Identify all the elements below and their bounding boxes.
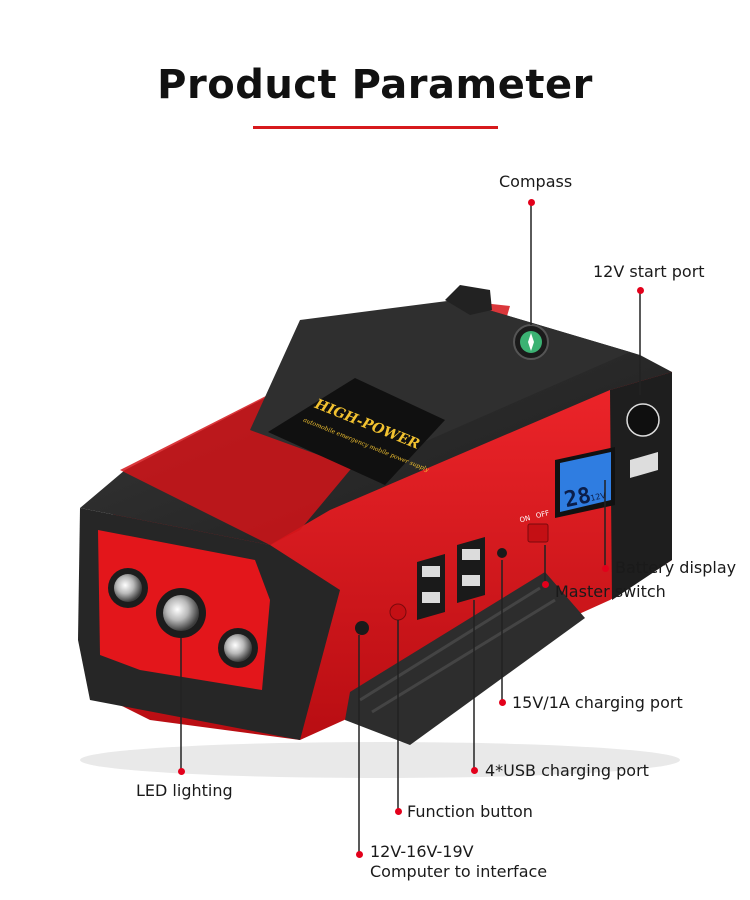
master-switch-label: Master switch [555, 582, 666, 601]
compass-label: Compass [499, 172, 573, 191]
computer-interface-label-line1: 12V-16V-19V [370, 842, 474, 861]
function-button [389, 603, 407, 621]
usb-port-label: 4*USB charging port [485, 761, 649, 780]
jumper-clamp-icon [626, 403, 660, 478]
handle [445, 285, 492, 315]
battery-display-label: Battery display [615, 558, 737, 577]
lcd-unit: 12V [590, 491, 608, 503]
compass-needle [528, 333, 534, 351]
function-button-label: Function button [407, 802, 533, 821]
page-title: Product Parameter [157, 62, 593, 108]
title-underline [253, 126, 498, 129]
led-lamp-icon [108, 568, 258, 668]
charging-port-label: 15V/1A charging port [512, 693, 683, 712]
master-switch-marker [542, 581, 549, 588]
led-lighting-marker [178, 768, 185, 775]
start-port-marker [637, 287, 644, 294]
charging-port-marker [499, 699, 506, 706]
brand-plate [268, 378, 445, 485]
lcd-reading: 28 [562, 483, 593, 513]
start-port-label: 12V start port [593, 262, 705, 281]
switch-off-label: OFF [535, 509, 550, 520]
computer-interface-marker [356, 851, 363, 858]
battery-display-marker [602, 565, 609, 572]
lcd-screen-icon [555, 447, 615, 518]
usb-port-marker [471, 767, 478, 774]
port-cover [345, 572, 585, 745]
switch-on-label: ON [519, 514, 531, 524]
led-lighting-label: LED lighting [136, 781, 233, 800]
computer-interface-label-line2: Computer to interface [370, 862, 548, 881]
compass-marker [528, 199, 535, 206]
dc-input-port [355, 621, 369, 635]
function-button-marker [395, 808, 402, 815]
master-switch [527, 523, 549, 543]
charging-port [497, 548, 507, 558]
usb-port-icon [417, 537, 485, 620]
floor-shadow [80, 742, 680, 778]
